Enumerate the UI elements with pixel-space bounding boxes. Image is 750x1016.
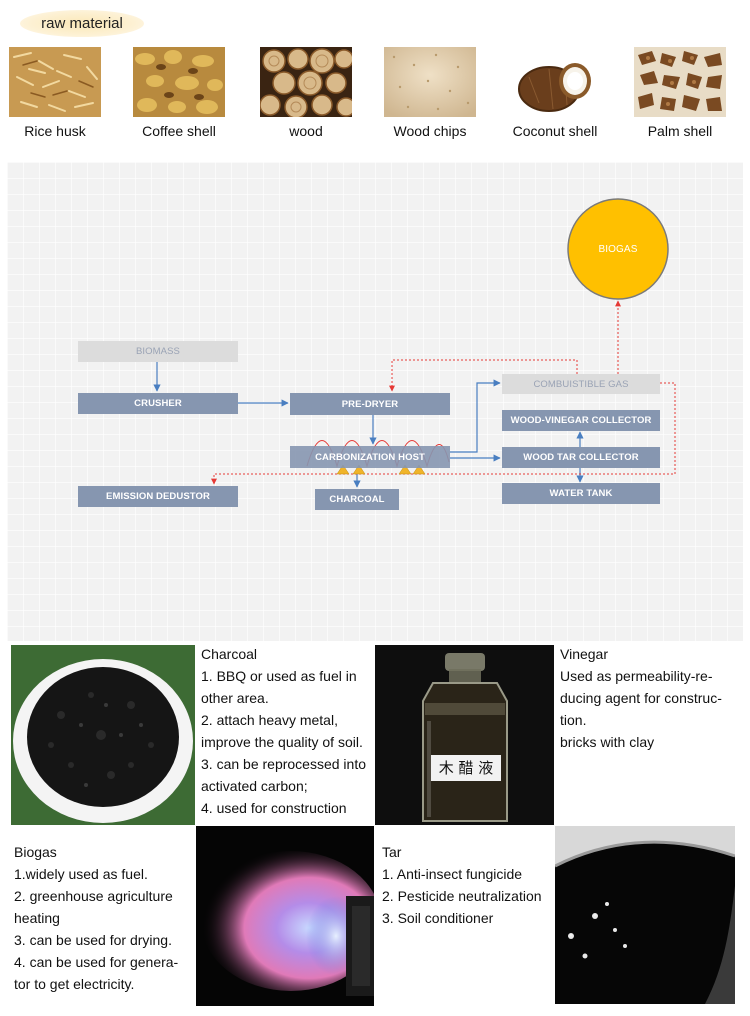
wood-photo xyxy=(260,47,352,117)
vinegar-line: Used as permeability-re- xyxy=(560,668,713,684)
tar-line: 3. Soil conditioner xyxy=(382,910,494,926)
arrow-gas-loop-emission xyxy=(211,382,676,485)
biogas-title: Biogas xyxy=(14,844,57,860)
biogas-line: tor to get electricity. xyxy=(14,976,135,992)
tar-line: 1. Anti-insect fungicide xyxy=(382,866,523,882)
vinegar-line: bricks with clay xyxy=(560,734,655,750)
coffee-shell-photo xyxy=(133,47,225,117)
charcoal-line: 1. BBQ or used as fuel in xyxy=(201,668,357,684)
vinegar-bottle-photo: 木 醋 液 xyxy=(375,645,554,825)
material-wood: wood xyxy=(251,47,361,139)
biogas-flame-photo xyxy=(196,826,374,1006)
tar-title: Tar xyxy=(382,844,402,860)
material-label: Coffee shell xyxy=(142,123,216,139)
combustible-gas-node: COMBUISTIBLE GAS xyxy=(502,374,660,394)
process-flow-diagram: BIOMASS CRUSHER PRE-DRYER CARBONIZATION … xyxy=(7,162,743,641)
vinegar-title: Vinegar xyxy=(560,646,609,662)
charcoal-node: CHARCOAL xyxy=(315,489,399,510)
arrow-carbonization-combustible xyxy=(450,379,501,453)
biogas-node-label: BIOGAS xyxy=(598,243,638,255)
wood-tar-collector-node: WOOD TAR COLLECTOR xyxy=(502,447,660,468)
biogas-line: 2. greenhouse agriculture xyxy=(14,888,173,904)
material-palm-shell: Palm shell xyxy=(625,47,735,139)
material-label: Palm shell xyxy=(647,123,713,139)
biogas-description: Biogas 1.widely used as fuel. 2. greenho… xyxy=(14,841,194,995)
charcoal-line: improve the quality of soil. xyxy=(201,734,363,750)
biogas-line: 3. can be used for drying. xyxy=(14,932,172,948)
biogas-line: 1.widely used as fuel. xyxy=(14,866,148,882)
crusher-node: CRUSHER xyxy=(78,393,238,414)
wood-vinegar-collector-node: WOOD-VINEGAR COLLECTOR xyxy=(502,410,660,431)
tar-photo xyxy=(555,826,735,1004)
vinegar-line: ducing agent for construc- xyxy=(560,690,722,706)
carbonization-host-node: CARBONIZATION HOST xyxy=(290,446,450,468)
biogas-node-circle xyxy=(567,198,669,300)
material-label: Rice husk xyxy=(24,123,86,139)
coconut-shell-photo xyxy=(509,47,601,117)
material-label: Coconut shell xyxy=(512,123,598,139)
rice-husk-photo xyxy=(9,47,101,117)
charcoal-photo xyxy=(11,645,195,825)
water-tank-node: WATER TANK xyxy=(502,483,660,504)
biomass-node: BIOMASS xyxy=(78,341,238,362)
palm-shell-photo xyxy=(634,47,726,117)
wood-chips-photo xyxy=(384,47,476,117)
material-coconut-shell: Coconut shell xyxy=(500,47,610,139)
charcoal-line: 2. attach heavy metal, xyxy=(201,712,338,728)
charcoal-description: Charcoal 1. BBQ or used as fuel in other… xyxy=(201,643,373,819)
raw-material-heading: raw material xyxy=(20,10,144,37)
pre-dryer-node: PRE-DRYER xyxy=(290,393,450,415)
tar-description: Tar 1. Anti-insect fungicide 2. Pesticid… xyxy=(382,841,552,929)
burner-flame-icon xyxy=(336,464,426,475)
material-label: Wood chips xyxy=(393,123,467,139)
emission-dedustor-node: EMISSION DEDUSTOR xyxy=(78,486,238,507)
charcoal-line: 4. used for construction xyxy=(201,800,347,816)
tar-line: 2. Pesticide neutralization xyxy=(382,888,542,904)
charcoal-title: Charcoal xyxy=(201,646,258,662)
vinegar-line: tion. xyxy=(560,712,587,728)
material-rice-husk: Rice husk xyxy=(0,47,110,139)
vinegar-bottle-label: 木 醋 液 xyxy=(438,759,494,777)
material-coffee-shell: Coffee shell xyxy=(124,47,234,139)
vinegar-description: Vinegar Used as permeability-re- ducing … xyxy=(560,643,746,753)
material-label: wood xyxy=(289,123,323,139)
material-wood-chips: Wood chips xyxy=(375,47,485,139)
charcoal-line: activated carbon; xyxy=(201,778,308,794)
biogas-line: heating xyxy=(14,910,60,926)
biogas-line: 4. can be used for genera- xyxy=(14,954,179,970)
charcoal-line: other area. xyxy=(201,690,269,706)
charcoal-line: 3. can be reprocessed into xyxy=(201,756,366,772)
